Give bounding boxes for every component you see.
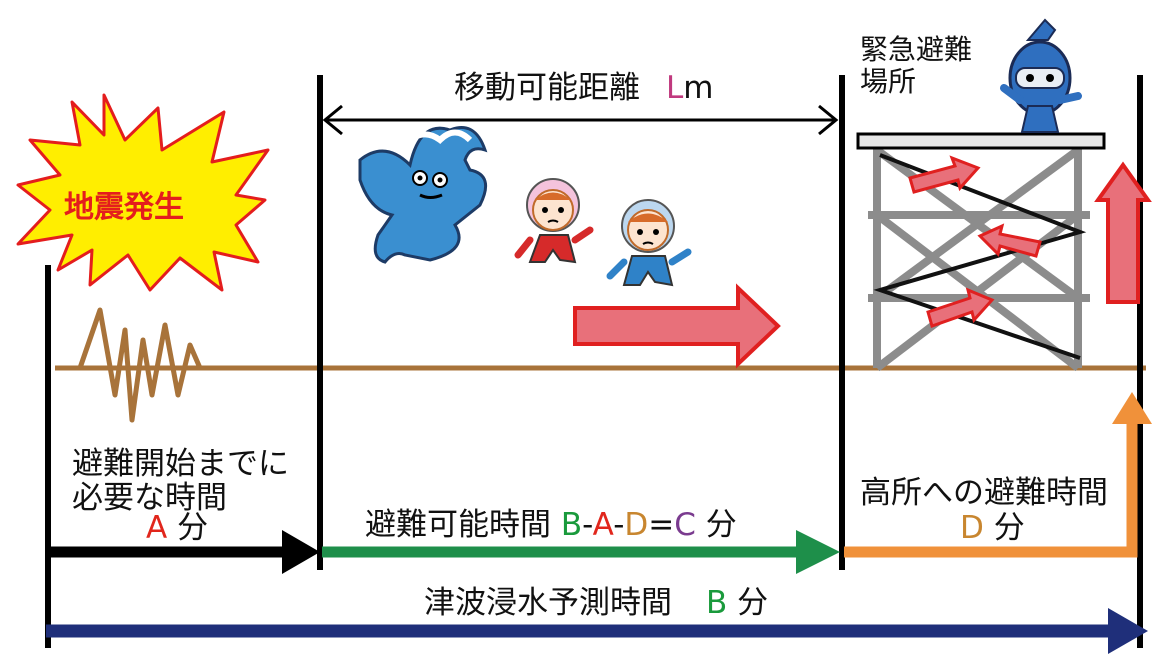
climb-label: 高所への避難時間: [860, 475, 1108, 511]
available-text: 避難可能時間: [365, 507, 551, 543]
climb-value: D 分: [960, 510, 1025, 546]
girl-character-icon: [514, 178, 594, 264]
shelter-label-line2: 場所: [860, 65, 917, 98]
prep-time-arrow: [50, 530, 320, 574]
prep-value: A 分: [146, 510, 208, 546]
prep-label-line2: 必要な時間: [72, 480, 227, 516]
earthquake-label: 地震発生: [64, 190, 184, 225]
run-direction-arrow: [573, 283, 781, 369]
evacuation-tower: [868, 146, 1090, 372]
distance-label: 移動可能距離 Lm: [454, 70, 713, 106]
available-unit: 分: [705, 507, 737, 543]
available-dash2: -: [613, 507, 625, 543]
distance-unit: m: [683, 70, 714, 106]
mascot-icon: [1000, 18, 1082, 133]
distance-text: 移動可能距離: [454, 70, 640, 106]
distance-arrow: [322, 104, 839, 136]
available-b: B: [560, 507, 583, 543]
tower-stairs: [873, 153, 1087, 360]
rise-arrow: [1094, 161, 1152, 304]
climb-arrows: [908, 155, 1042, 328]
available-c: C: [674, 507, 696, 543]
climb-var: D: [960, 510, 984, 546]
climb-unit: 分: [993, 510, 1025, 546]
available-label: 避難可能時間 B-A-D=C 分: [365, 507, 737, 543]
tsunami-var: B: [706, 585, 728, 621]
tower-platform: [856, 132, 1106, 150]
seismic-wave: [55, 307, 230, 423]
available-time-arrow: [322, 530, 840, 574]
available-eq: =: [648, 507, 675, 543]
distance-var: L: [666, 70, 684, 106]
earthquake-starburst: [16, 93, 270, 292]
available-a: A: [592, 507, 614, 543]
boy-character-icon: [606, 199, 692, 287]
shelter-label-line1: 緊急避難: [860, 33, 973, 66]
tsunami-time-arrow: [46, 608, 1148, 654]
tsunami-text: 津波浸水予測時間: [424, 585, 672, 621]
available-dash1: -: [582, 507, 593, 543]
tsunami-monster-icon: [358, 126, 488, 264]
tsunami-unit: 分: [737, 585, 769, 621]
climb-time-arrow: [844, 392, 1152, 558]
prep-unit: 分: [177, 510, 209, 546]
prep-label-line1: 避難開始までに: [72, 446, 289, 482]
prep-var: A: [146, 510, 168, 546]
tsunami-label: 津波浸水予測時間 B 分: [424, 585, 768, 621]
available-d: D: [624, 507, 649, 543]
